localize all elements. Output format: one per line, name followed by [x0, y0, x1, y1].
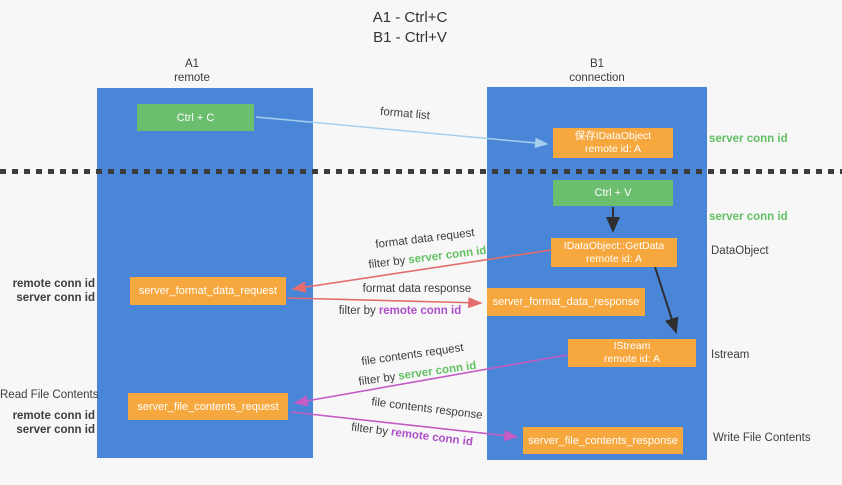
file-response-label: server_file_contents_response [528, 434, 678, 447]
istream-line1: IStream [613, 340, 651, 352]
getdata-line1: IDataObject::GetData [563, 239, 665, 252]
diagram-title: A1 - Ctrl+C B1 - Ctrl+V [310, 8, 510, 48]
node-server-file-contents-request: server_file_contents_request [128, 393, 288, 420]
filter-by-text: filter by [350, 421, 389, 439]
remote-conn-id-text: remote conn id [378, 305, 462, 317]
dotted-divider-line [0, 169, 842, 174]
filter-by-text: filter by [357, 371, 397, 389]
save-idataobject-line1: 保存IDataObject [574, 130, 652, 142]
title-line-copy: A1 - Ctrl+C [372, 9, 448, 26]
label-istream-side: Istream [711, 349, 750, 361]
node-server-file-contents-response: server_file_contents_response [523, 427, 683, 454]
filter-by-text: filter by [338, 305, 376, 317]
server-conn-id-text: server conn id [407, 244, 488, 267]
label-read-file-contents: Read File Contents [0, 389, 99, 401]
arrow-format-data-response [286, 297, 483, 309]
label-file-contents-response: file contents response [370, 396, 484, 422]
node-ctrl-v: Ctrl + V [553, 180, 673, 206]
getdata-line2: remote id: A [585, 252, 643, 265]
lane-header-a1: A1 remote [132, 57, 252, 85]
lane-a1-subtitle: remote [174, 72, 210, 84]
label-remote-conn-id-left: remote conn id [12, 278, 95, 290]
ctrl-c-label: Ctrl + C [176, 111, 215, 124]
node-server-format-data-response: server_format_data_response [487, 288, 645, 316]
filter-by-text: filter by [367, 254, 407, 272]
istream-line2: remote id: A [603, 353, 661, 365]
label-server-conn-id-mid-right: server conn id [709, 211, 788, 223]
remote-conn-id-text: remote conn id [390, 426, 474, 449]
node-server-format-data-request: server_format_data_request [130, 277, 286, 305]
title-line-paste: B1 - Ctrl+V [373, 29, 447, 46]
server-conn-id-text: server conn id [397, 359, 478, 383]
label-server-conn-id-top-right: server conn id [709, 133, 788, 145]
label-server-conn-id-bottom-left: server conn id [16, 424, 95, 436]
format-response-label: server_format_data_response [492, 296, 640, 308]
lane-header-b1: B1 connection [537, 57, 657, 85]
label-format-data-response: format data response [362, 283, 472, 295]
node-save-idataobject: 保存IDataObject remote id: A [553, 128, 673, 158]
label-server-conn-id-left: server conn id [16, 292, 95, 304]
node-idataobject-getdata: IDataObject::GetData remote id: A [551, 238, 677, 267]
node-ctrl-c: Ctrl + C [137, 104, 254, 131]
lane-b1-subtitle: connection [569, 72, 625, 84]
format-request-label: server_format_data_request [138, 285, 278, 297]
save-idataobject-line2: remote id: A [584, 143, 642, 155]
file-request-label: server_file_contents_request [137, 400, 279, 413]
label-dataobject: DataObject [711, 245, 769, 257]
ctrl-v-label: Ctrl + V [594, 187, 632, 199]
node-istream: IStream remote id: A [568, 339, 696, 367]
label-remote-conn-id-bottom-left: remote conn id [12, 410, 95, 422]
label-write-file-contents: Write File Contents [713, 432, 811, 444]
lane-a1-id: A1 [184, 58, 200, 70]
label-format-list: format list [379, 105, 431, 123]
lane-b1-id: B1 [589, 58, 605, 70]
